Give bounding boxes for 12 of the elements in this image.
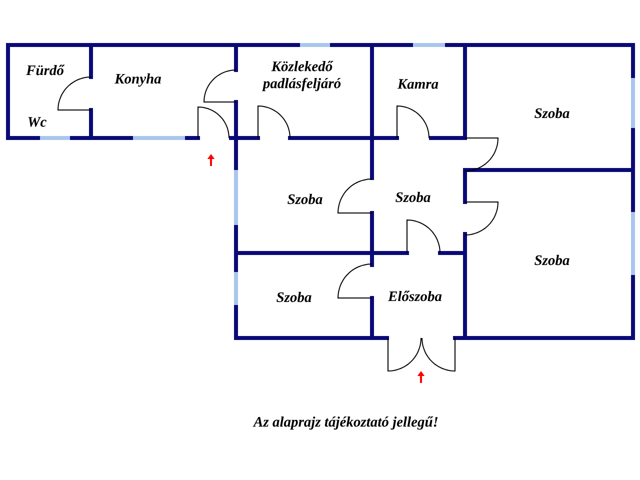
room-label: Fürdő bbox=[26, 64, 65, 76]
room-label: Szoba bbox=[396, 192, 430, 202]
room-label: Szoba bbox=[534, 254, 570, 266]
room-label: Közlekedő padlásfeljáró bbox=[262, 60, 341, 92]
caption: Az alaprajz tájékoztató jellegű! bbox=[252, 416, 438, 430]
room-label: Előszoba bbox=[388, 290, 442, 302]
room-label: Szoba bbox=[276, 292, 312, 302]
room-label: Konyha bbox=[114, 73, 162, 87]
room-label: Wc bbox=[28, 117, 46, 127]
room-label: Szoba bbox=[288, 194, 322, 204]
room-label: Szoba bbox=[534, 108, 570, 118]
room-label: Kamra bbox=[397, 79, 438, 89]
